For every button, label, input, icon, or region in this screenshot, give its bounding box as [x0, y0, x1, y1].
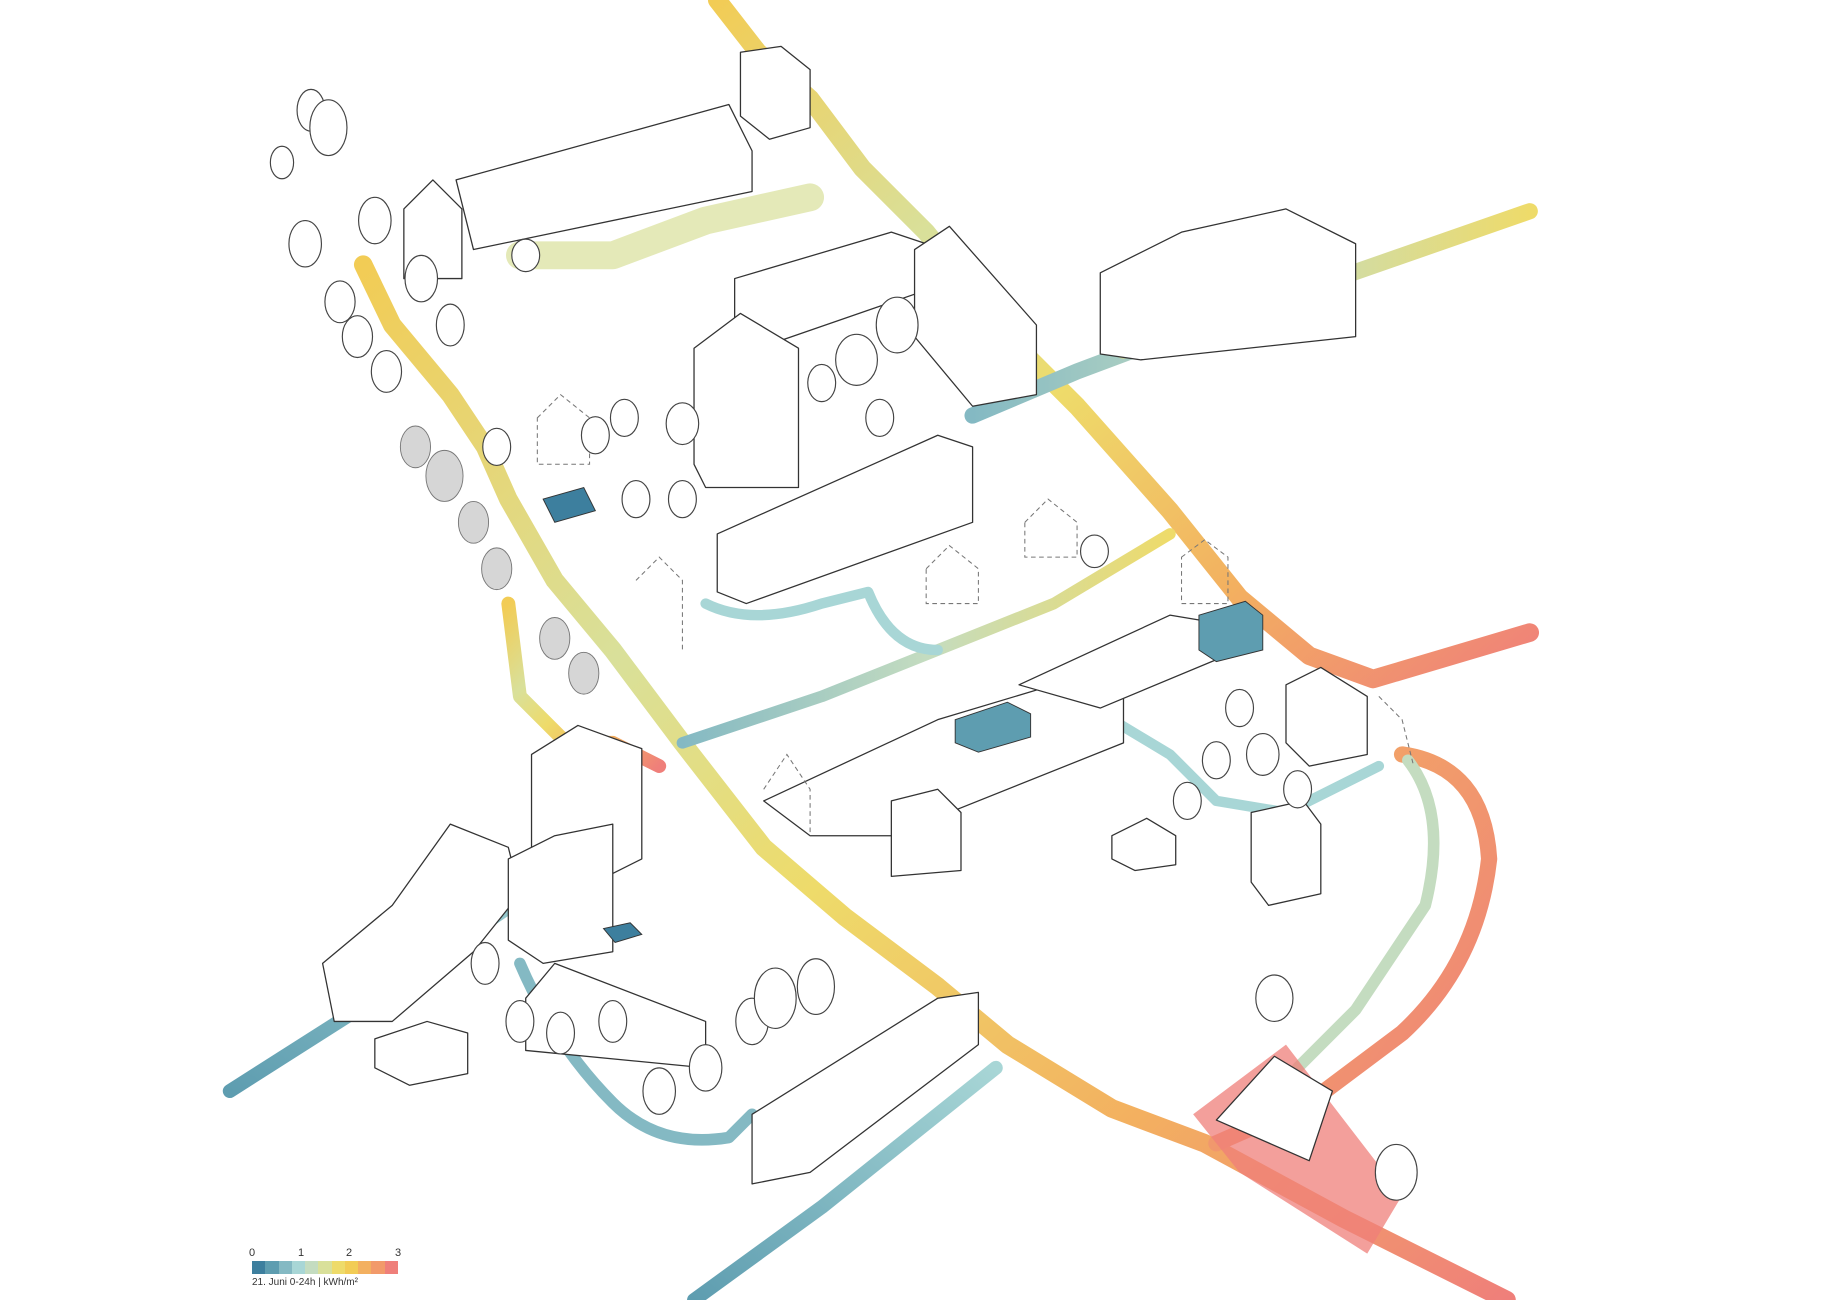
building-south-row	[751, 991, 980, 1185]
building-south-box	[374, 1020, 469, 1086]
legend-swatch	[331, 1261, 345, 1274]
legend-swatch	[305, 1261, 319, 1274]
road-right-loop	[1208, 746, 1498, 1152]
building-west-row	[321, 823, 521, 1023]
legend-swatch	[278, 1261, 292, 1274]
path-courtyard	[700, 586, 944, 656]
legend-tick: 1	[297, 1247, 305, 1259]
building-west-tall	[507, 823, 614, 965]
legend-swatch	[252, 1261, 266, 1274]
building-east-row	[1099, 208, 1357, 361]
legend-swatch	[384, 1261, 398, 1274]
building-middle-row	[763, 684, 1125, 837]
legend-caption: 21. Juni 0-24h | kWh/m²	[252, 1277, 358, 1288]
legend-swatch	[291, 1261, 306, 1274]
building-bar	[716, 434, 974, 605]
legend-tick: 2	[345, 1247, 353, 1259]
legend-color-scale	[252, 1261, 398, 1274]
legend-swatch	[265, 1261, 279, 1274]
legend-swatch	[318, 1261, 332, 1274]
road-west-diagonal	[353, 255, 1516, 1300]
road-south-teal	[687, 1060, 1003, 1300]
road-loop-inner	[1291, 754, 1440, 1074]
building-east-cluster	[1285, 666, 1368, 767]
building-north-gable	[403, 179, 463, 280]
buildings	[321, 45, 1415, 1185]
path-north-plaza	[505, 183, 825, 270]
legend-swatch	[358, 1261, 372, 1274]
building-central-long	[693, 312, 800, 489]
trees	[269, 88, 1418, 1201]
building-east-tower	[1250, 800, 1322, 906]
legend-swatch	[371, 1261, 385, 1274]
legend: 0 1 2 3 21. Juni 0-24h | kWh/m²	[248, 1247, 412, 1288]
building-north-tower	[739, 45, 811, 140]
path-east-garden	[1106, 714, 1385, 818]
building-central-tall	[913, 225, 1038, 407]
building-middle-low	[890, 788, 962, 877]
legend-ticks: 0 1 2 3	[248, 1247, 412, 1261]
legend-tick: 0	[248, 1247, 256, 1259]
legend-swatch	[344, 1261, 359, 1274]
legend-tick: 3	[394, 1247, 402, 1259]
building-east-small	[1111, 817, 1177, 872]
blue-highlighted-spaces	[542, 486, 1264, 944]
building-north-row	[455, 103, 753, 251]
greenhouse	[1215, 1055, 1334, 1162]
